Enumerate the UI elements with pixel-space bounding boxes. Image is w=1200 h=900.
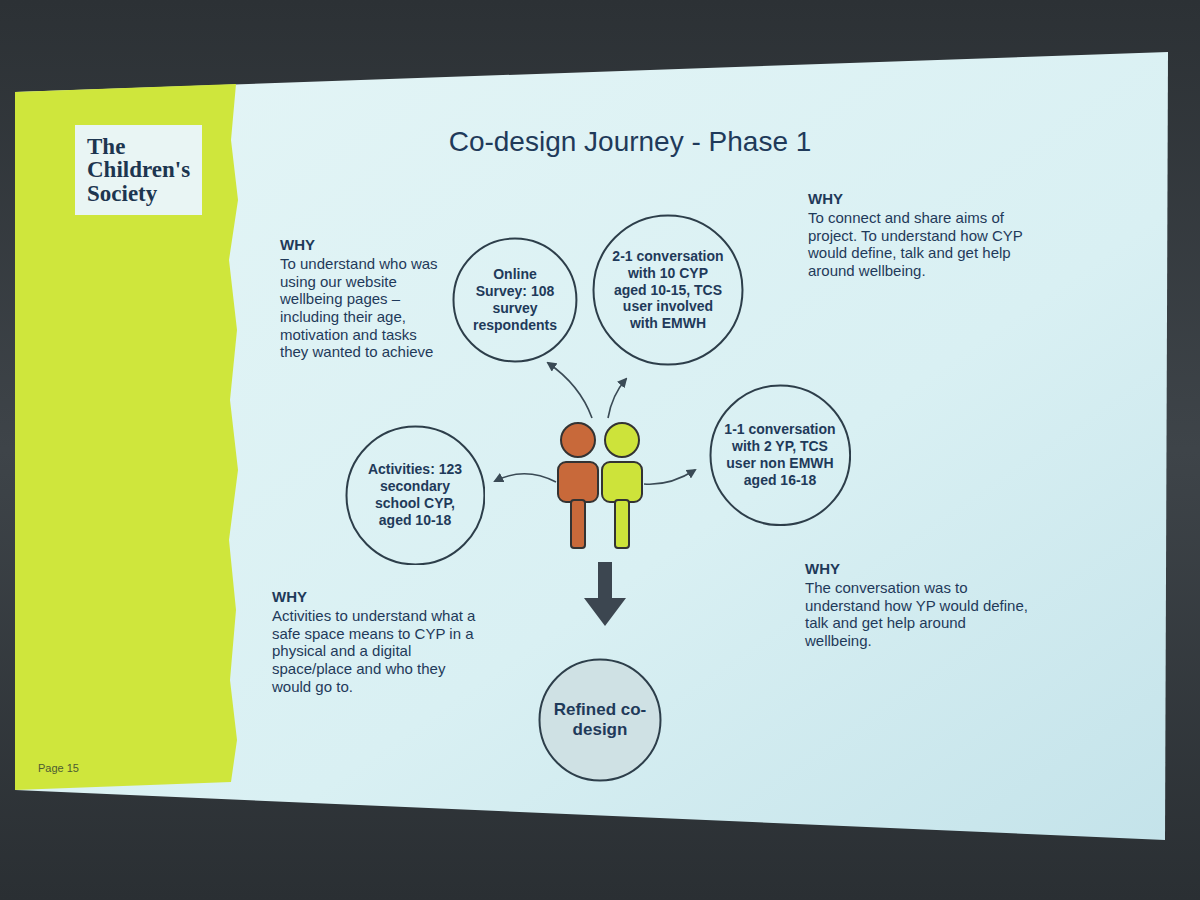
why-heading: WHY (805, 560, 840, 578)
node-text: Online Survey: 108 survey respondents (469, 266, 561, 333)
green-band (15, 84, 238, 790)
why-text: Activities to understand what a safe spa… (272, 607, 484, 695)
people-figures (558, 423, 642, 548)
node-text: Refined co-design (550, 700, 650, 741)
node-content: Activities: 123 secondary school CYP, ag… (360, 461, 470, 528)
conversation-circle: 1-1 conversation with 2 YP, TCS user non… (709, 384, 852, 527)
down-arrow (584, 562, 626, 626)
node-text: 2-1 conversation with 10 CYP aged 10-15,… (612, 248, 724, 332)
outcome-circle: Refined co-design (538, 658, 662, 782)
circle-shape (710, 385, 850, 525)
node-content: The Children's Society (87, 135, 190, 205)
logo-box: The Children's Society (75, 125, 202, 215)
node-content: Online Survey: 108 survey respondents (469, 266, 561, 333)
node-content: Refined co-design (550, 700, 650, 741)
node-text: Activities: 123 secondary school CYP, ag… (360, 461, 470, 528)
leader-arrows (495, 363, 695, 484)
why-text: To understand who was using our website … (280, 255, 440, 361)
slide-title: Co-design Journey - Phase 1 (330, 126, 930, 158)
node-content: 1-1 conversation with 2 YP, TCS user non… (724, 421, 836, 488)
node-text: The Children's Society (87, 135, 190, 205)
activities-circle: Activities: 123 secondary school CYP, ag… (345, 425, 486, 566)
circle-shape (454, 239, 577, 362)
circle-shape (346, 426, 484, 564)
node-text: 1-1 conversation with 2 YP, TCS user non… (724, 421, 836, 488)
why-heading: WHY (280, 236, 315, 254)
circle-shape (540, 660, 661, 781)
circle-shape (594, 216, 743, 365)
survey-circle: Online Survey: 108 survey respondents (452, 237, 578, 363)
slide-screen (15, 52, 1168, 840)
why-heading: WHY (808, 190, 843, 208)
why-text: The conversation was to understand how Y… (805, 579, 1030, 650)
node-content: 2-1 conversation with 10 CYP aged 10-15,… (612, 248, 724, 332)
page-number: Page 15 (38, 762, 79, 775)
why-heading: WHY (272, 588, 307, 606)
why-text: To connect and share aims of project. To… (808, 209, 1048, 280)
conversation-circle: 2-1 conversation with 10 CYP aged 10-15,… (592, 214, 744, 366)
